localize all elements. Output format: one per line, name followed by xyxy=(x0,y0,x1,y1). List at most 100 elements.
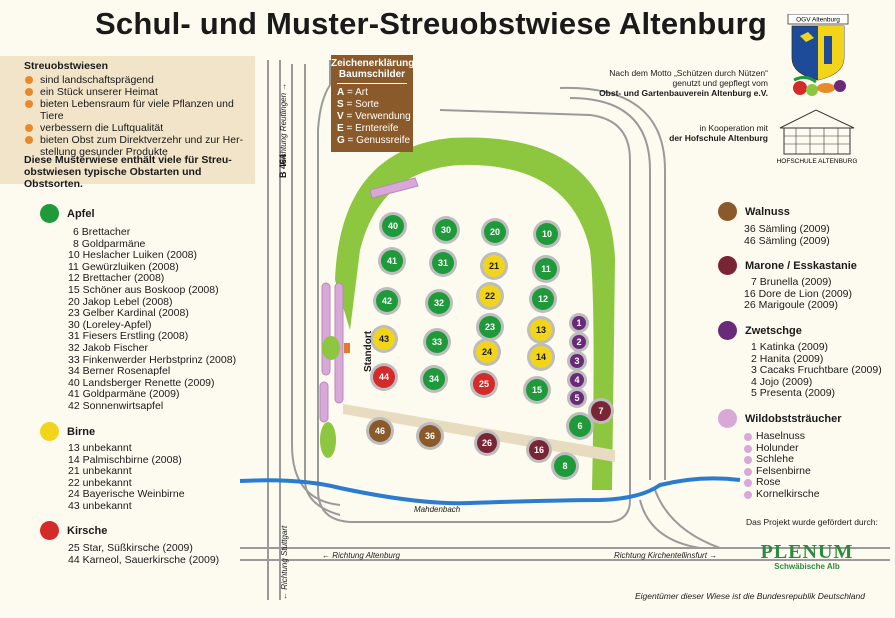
tree-apfel-32: 32 xyxy=(425,289,453,317)
coop-line: in Kooperation mit xyxy=(699,123,768,133)
list-item: 8 Goldparmäne xyxy=(73,237,146,250)
walnuss-dot xyxy=(718,202,737,221)
tree-number: 43 xyxy=(379,334,389,344)
hofschule-logo: HOFSCHULE ALTENBURG xyxy=(777,109,858,165)
tree-marker xyxy=(382,215,404,237)
plenum-sub: Schwäbische Alb xyxy=(774,562,840,571)
sign-legend-row: S = Sorte xyxy=(331,99,413,111)
list-item: 36 Sämling (2009) xyxy=(744,223,830,235)
category-name: Kirsche xyxy=(67,525,108,537)
tree-marker xyxy=(526,379,548,401)
tree-marker xyxy=(569,415,591,437)
tree-marker xyxy=(484,221,506,243)
tree-number: 8 xyxy=(562,461,567,471)
kirsche-dot xyxy=(40,521,59,540)
tree-marker xyxy=(381,250,403,272)
sign-legend: Zeichenerklärung Baumschilder A = Art S … xyxy=(331,55,414,152)
tree-marker xyxy=(428,292,450,314)
tree-marker xyxy=(535,258,557,280)
tree-number: 34 xyxy=(429,374,439,384)
hofschule-logo-text: HOFSCHULE ALTENBURG xyxy=(777,158,858,165)
info-bullet: ein Stück unserer Heimat xyxy=(24,86,252,98)
tree-number: 5 xyxy=(574,393,579,403)
apfel-dot xyxy=(40,204,59,223)
tree-number: 40 xyxy=(388,221,398,231)
tree-birne-24: 24 xyxy=(473,338,501,366)
tree-marker xyxy=(373,328,395,350)
tree-birne-43: 43 xyxy=(370,325,398,353)
list-item: 44 Karneol, Sauerkirsche (2009) xyxy=(68,553,220,566)
list-item: 32 Jakob Fischer xyxy=(68,341,148,354)
credits-coop: in Kooperation mit der Hofschule Altenbu… xyxy=(669,123,768,143)
tree-zwetschge-1: 1 xyxy=(569,313,589,333)
list-item: 14 Palmischbirne (2008) xyxy=(68,453,182,466)
tree-apfel-23: 23 xyxy=(476,313,504,341)
tree-number: 30 xyxy=(441,225,451,235)
tree-number: 44 xyxy=(379,372,389,382)
tree-apfel-15: 15 xyxy=(523,376,551,404)
marone-dot xyxy=(718,256,737,275)
tree-marker xyxy=(529,440,549,460)
list-item: 1 Katinka (2009) xyxy=(751,341,829,353)
tree-number: 6 xyxy=(577,421,582,431)
list-item: Rose xyxy=(742,477,820,489)
tree-number: 1 xyxy=(576,318,581,328)
list-item: 2 Hanita (2009) xyxy=(751,352,824,365)
info-footer: Diese Musterwiese enthält viele für Stre… xyxy=(24,154,232,190)
list-item: 15 Schöner aus Boskoop (2008) xyxy=(68,283,219,296)
list-item: 20 Jakop Lebel (2008) xyxy=(68,295,173,308)
divider xyxy=(337,83,407,84)
sign-key: S xyxy=(337,99,344,110)
tree-marone-16: 16 xyxy=(526,437,552,463)
tree-marker xyxy=(479,285,501,307)
sign-legend-row: G = Genussreife xyxy=(331,135,413,147)
list-item: 6 Brettacher xyxy=(73,226,131,238)
tree-marker xyxy=(419,425,441,447)
tree-apfel-42: 42 xyxy=(373,287,401,315)
tree-birne-14: 14 xyxy=(527,343,555,371)
info-list: sind landschaftsprägend ein Stück unsere… xyxy=(24,74,252,158)
tree-number: 13 xyxy=(536,325,546,335)
tree-marone-7: 7 xyxy=(588,398,614,424)
sign-key: G xyxy=(337,135,345,146)
funded-by: Das Projekt wurde gefördert durch: xyxy=(746,517,878,527)
tree-zwetschge-4: 4 xyxy=(567,370,587,390)
tree-apfel-41: 41 xyxy=(378,247,406,275)
tree-number: 46 xyxy=(375,426,385,436)
tree-birne-13: 13 xyxy=(527,316,555,344)
tree-number: 11 xyxy=(541,264,551,274)
road-label-altenburg: ← Richtung Altenburg xyxy=(322,551,400,560)
list-item: 31 Fiesers Erstling (2008) xyxy=(68,330,189,343)
tree-marker xyxy=(570,354,584,368)
list-item: 13 unbekannt xyxy=(68,442,132,454)
tree-marker xyxy=(530,319,552,341)
tree-marker xyxy=(479,316,501,338)
sign-key: A xyxy=(337,87,345,98)
tree-number: 2 xyxy=(576,337,581,347)
plenum-logo: PLENUM Schwäbische Alb xyxy=(760,534,854,584)
apfel-list: 6 Brettacher 8 Goldparmäne 10 Heslacher … xyxy=(68,226,236,413)
tree-kirsche-25: 25 xyxy=(470,370,498,398)
info-bullet: verbessern die Luftqualität xyxy=(24,122,252,134)
info-bullet: bieten Obst zum Direktverzehr und zur He… xyxy=(24,134,252,158)
list-item: 5 Presenta (2009) xyxy=(751,387,836,400)
tree-number: 36 xyxy=(425,431,435,441)
stream-label: Mahdenbach xyxy=(414,505,461,514)
walnuss-list: 36 Sämling (2009) 46 Sämling (2009) xyxy=(744,223,830,247)
road-label-stuttgart: ← Richtung Stuttgart xyxy=(280,525,289,600)
list-item: 10 Heslacher Luiken (2008) xyxy=(68,249,197,262)
meadow-patch xyxy=(322,336,340,360)
tree-apfel-6: 6 xyxy=(566,412,594,440)
zwetschge-dot xyxy=(718,321,737,340)
tree-apfel-11: 11 xyxy=(532,255,560,283)
sign-text: = Sorte xyxy=(343,99,379,110)
tree-apfel-8: 8 xyxy=(551,452,579,480)
credits-motto: Nach dem Motto „Schützen durch Nützen“ g… xyxy=(599,68,768,98)
list-item: 7 Brunella (2009) xyxy=(751,276,832,288)
list-item: 24 Bayerische Weinbirne xyxy=(68,488,185,501)
category-name: Zwetschge xyxy=(745,325,802,337)
category-name: Marone / Esskastanie xyxy=(745,260,857,272)
tree-number: 12 xyxy=(538,294,548,304)
tree-number: 16 xyxy=(534,445,544,455)
